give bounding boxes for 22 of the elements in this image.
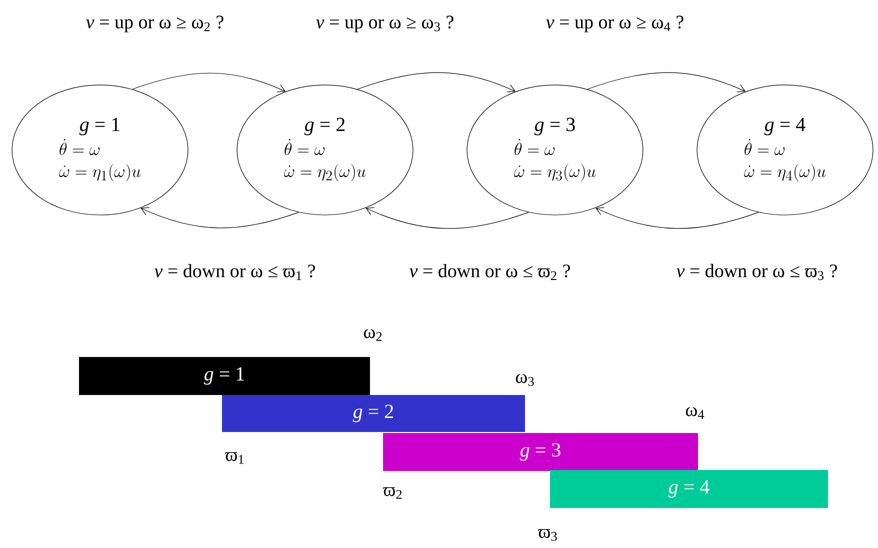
gear-bar: g = 3 [383, 432, 698, 471]
edge-label: v = up or ω ≥ ω$_{3}$ ? [314, 14, 456, 34]
threshold-label: ω$_{4}$ [686, 407, 704, 419]
arrow [596, 207, 759, 229]
edge-label: v = down or ω ≤ ϖ$_{3}$ ? [675, 262, 839, 282]
arrow [140, 207, 299, 228]
threshold-label: ϖ$_{1}$ [225, 452, 244, 464]
gear-bar: g = 4 [550, 470, 828, 508]
edge-label: v = up or ω ≥ ω$_{4}$ ? [544, 14, 686, 34]
gear-bar: g = 2 [222, 394, 525, 432]
arrow [357, 72, 516, 92]
threshold-label: ω$_{3}$ [516, 374, 534, 386]
gear-bar: g = 1 [79, 356, 370, 395]
edge-label: v = down or ω ≤ ϖ$_{1}$ ? [153, 262, 317, 281]
edge-label: v = down or ω ≤ ϖ$_{2}$ ? [408, 262, 572, 281]
arrow [132, 72, 286, 92]
threshold-label: ω$_{2}$ [364, 329, 382, 341]
threshold-label: ϖ$_{2}$ [383, 487, 402, 499]
edge-label: v = up or ω ≥ ω$_{2}$ ? [84, 14, 226, 34]
threshold-label: ϖ$_{3}$ [538, 529, 557, 541]
arrow [587, 72, 746, 92]
arrow [366, 207, 529, 229]
